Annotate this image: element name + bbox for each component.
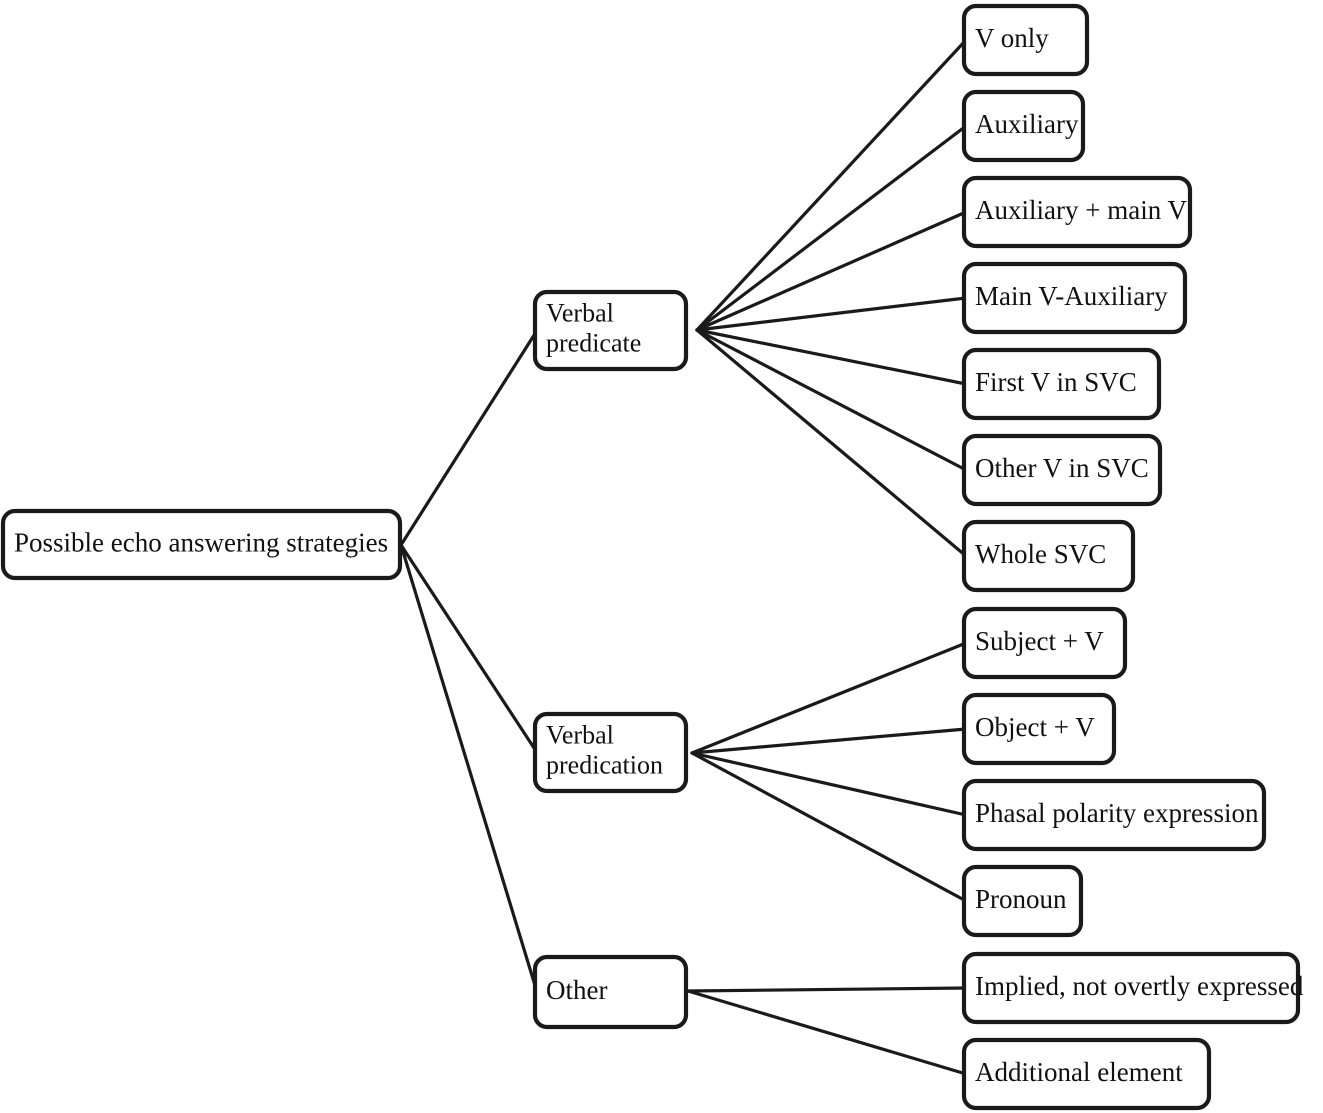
node-layer: Possible echo answering strategiesVerbal… [0, 3, 1304, 1111]
node-auxiliary-main-v[interactable]: Auxiliary + main V [961, 175, 1193, 249]
node-box-implied-not-overtly-expressed [961, 951, 1301, 1025]
node-root[interactable]: Possible echo answering strategies [0, 508, 403, 581]
node-box-main-v-auxiliary [961, 261, 1188, 335]
connector-verbal-predicate-to-auxiliary [695, 124, 968, 332]
node-label-other-v-in-svc: Other V in SVC [975, 453, 1149, 483]
connector-root-to-other [399, 543, 539, 994]
node-implied-not-overtly-expressed[interactable]: Implied, not overtly expressed [961, 951, 1304, 1025]
node-label-subject-plus-v: Subject + V [975, 626, 1104, 656]
node-box-subject-plus-v [961, 606, 1128, 680]
connector-verbal-predication-to-phasal-polarity-expression [690, 751, 968, 817]
node-label-phasal-polarity-expression: Phasal polarity expression [975, 798, 1259, 828]
node-first-v-in-svc[interactable]: First V in SVC [961, 347, 1162, 421]
connector-verbal-predication-to-object-plus-v [690, 727, 968, 755]
connector-verbal-predicate-to-v-only [695, 38, 968, 332]
connector-verbal-predication-to-pronoun [690, 751, 968, 903]
connector-other-to-implied-not-overtly-expressed [686, 986, 968, 993]
node-v-only[interactable]: V only [961, 3, 1090, 77]
node-box-additional-element [961, 1037, 1212, 1111]
node-label-other: Other [546, 975, 607, 1005]
node-label-auxiliary-main-v: Auxiliary + main V [975, 195, 1187, 225]
node-box-pronoun [961, 864, 1084, 938]
node-label-object-plus-v: Object + V [975, 712, 1095, 742]
node-box-other-v-in-svc [961, 433, 1163, 507]
node-box-other [532, 954, 689, 1030]
node-additional-element[interactable]: Additional element [961, 1037, 1212, 1111]
node-label-pronoun: Pronoun [975, 884, 1067, 914]
node-box-whole-svc [961, 519, 1136, 593]
node-object-plus-v[interactable]: Object + V [961, 692, 1117, 766]
node-box-phasal-polarity-expression [961, 778, 1267, 852]
node-box-root [0, 508, 403, 581]
connector-verbal-predicate-to-whole-svc [695, 328, 968, 558]
node-label-v-only: V only [975, 23, 1049, 53]
connector-other-to-additional-element [686, 989, 968, 1076]
node-box-first-v-in-svc [961, 347, 1162, 421]
node-label-whole-svc: Whole SVC [975, 539, 1106, 569]
connector-root-to-verbal-predicate [399, 328, 539, 547]
node-other-v-in-svc[interactable]: Other V in SVC [961, 433, 1163, 507]
node-other[interactable]: Other [532, 954, 689, 1030]
node-box-v-only [961, 3, 1090, 77]
node-label-main-v-auxiliary: Main V-Auxiliary [975, 281, 1168, 311]
connector-root-to-verbal-predication [399, 543, 539, 755]
connector-verbal-predication-to-subject-plus-v [690, 641, 968, 755]
connector-verbal-predicate-to-main-v-auxiliary [695, 296, 968, 332]
node-auxiliary[interactable]: Auxiliary [961, 89, 1086, 163]
node-box-auxiliary [961, 89, 1086, 163]
node-subject-plus-v[interactable]: Subject + V [961, 606, 1128, 680]
node-phasal-polarity-expression[interactable]: Phasal polarity expression [961, 778, 1267, 852]
node-box-object-plus-v [961, 692, 1117, 766]
node-label-implied-not-overtly-expressed: Implied, not overtly expressed [975, 971, 1304, 1001]
connector-verbal-predicate-to-other-v-in-svc [695, 328, 968, 472]
node-pronoun[interactable]: Pronoun [961, 864, 1084, 938]
connector-verbal-predicate-to-first-v-in-svc [695, 328, 968, 386]
connector-verbal-predicate-to-auxiliary-main-v [695, 210, 968, 332]
node-main-v-auxiliary[interactable]: Main V-Auxiliary [961, 261, 1188, 335]
node-box-verbal-predication [532, 711, 689, 794]
node-label-root: Possible echo answering strategies [14, 528, 388, 558]
connector-layer [399, 38, 968, 1076]
node-whole-svc[interactable]: Whole SVC [961, 519, 1136, 593]
node-box-auxiliary-main-v [961, 175, 1193, 249]
node-box-verbal-predicate [532, 289, 689, 372]
node-label-auxiliary: Auxiliary [975, 109, 1079, 139]
node-label-first-v-in-svc: First V in SVC [975, 367, 1137, 397]
node-label-additional-element: Additional element [975, 1057, 1183, 1087]
